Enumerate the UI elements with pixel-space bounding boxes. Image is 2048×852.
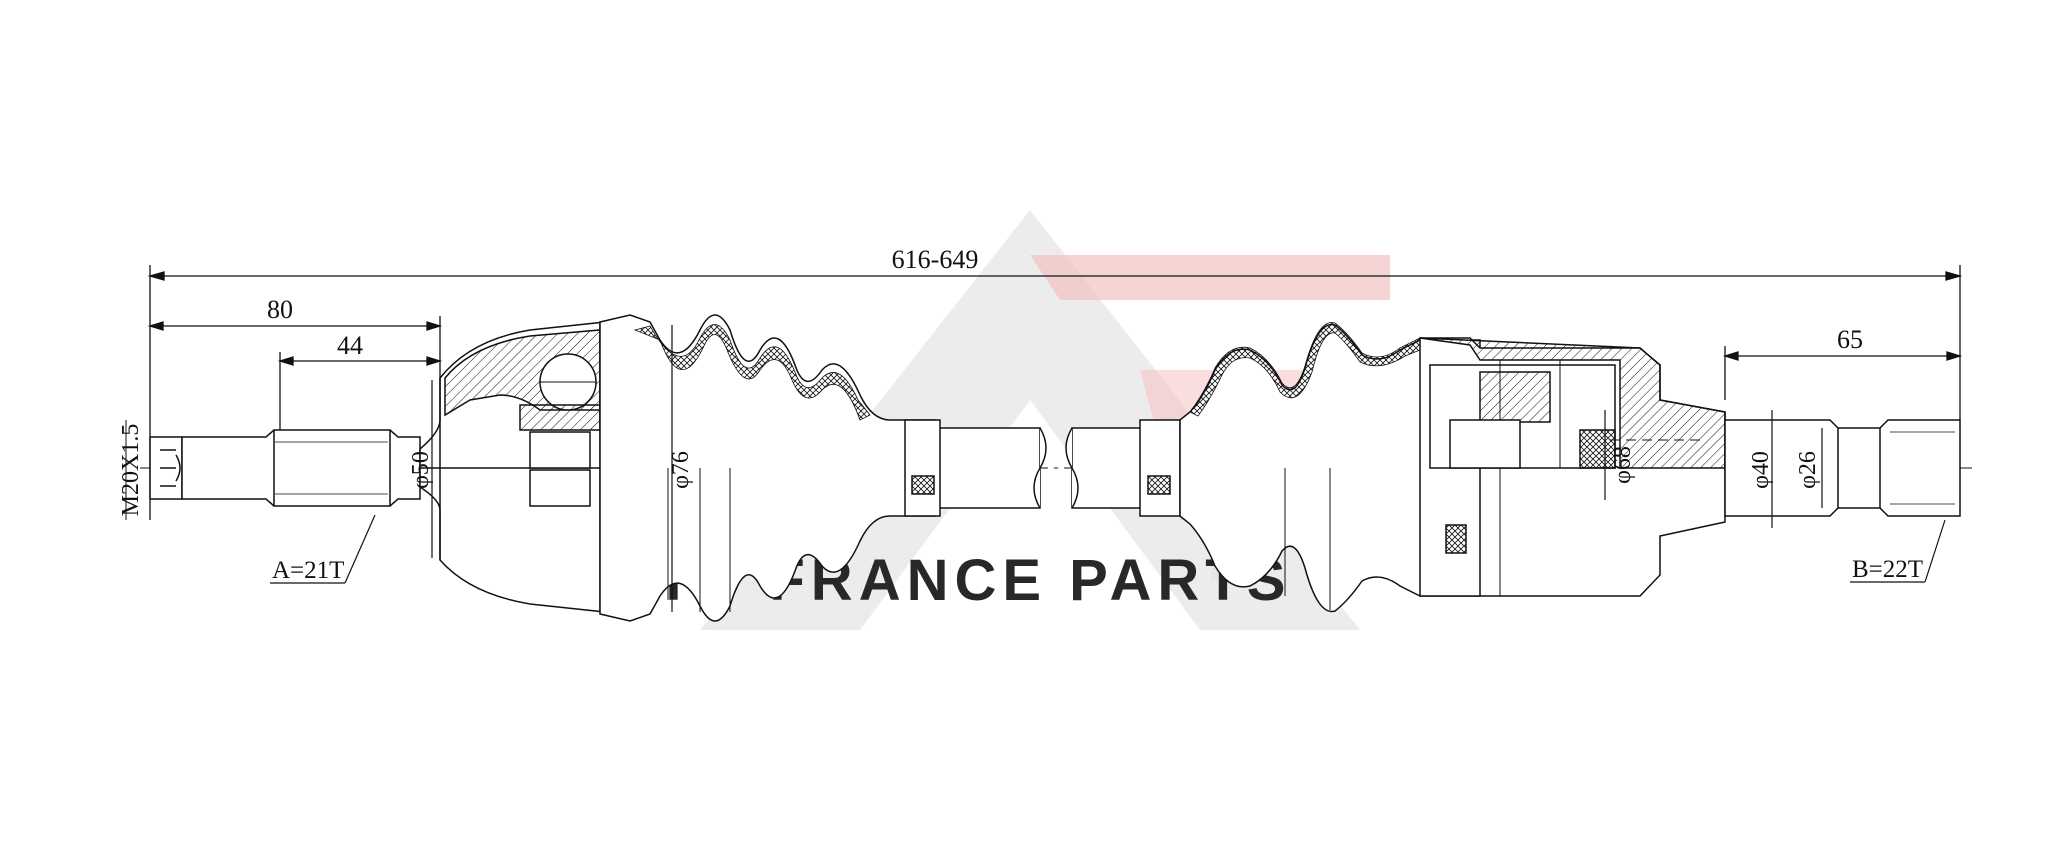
- left-shaft: [904, 419, 1047, 517]
- left-span-dimension: [147, 316, 443, 380]
- thread-spec-label: M20X1.5: [118, 424, 144, 517]
- left-threaded-end: [149, 429, 421, 507]
- left-span-label: 80: [267, 295, 293, 324]
- right-shaft: [1065, 419, 1181, 517]
- left-boot: [599, 314, 936, 622]
- right-spigot-diameter-label: φ40: [1748, 451, 1774, 489]
- right-span-label: 65: [1837, 325, 1863, 354]
- spline-b-callout: [1850, 519, 1946, 583]
- watermark-logo-red-bar: [1030, 255, 1390, 300]
- left-inner-dimension: [277, 352, 443, 430]
- right-boot-diameter-label: φ68: [1610, 446, 1636, 484]
- right-tripod-housing: [1419, 337, 1726, 597]
- spline-a-label: A=21T: [272, 557, 344, 584]
- left-inner-label: 44: [337, 331, 363, 360]
- right-stub-diameter-label: φ26: [1795, 451, 1821, 489]
- left-boot-diameter-label: φ76: [668, 451, 694, 489]
- left-housing-diameter-label: φ50: [408, 451, 434, 489]
- right-stub-shaft: [1724, 419, 1961, 517]
- overall-length-label: 616-649: [892, 245, 979, 274]
- right-span-dimension: [1722, 346, 1963, 400]
- spline-a-callout: [270, 514, 376, 584]
- spline-b-label: B=22T: [1852, 556, 1923, 583]
